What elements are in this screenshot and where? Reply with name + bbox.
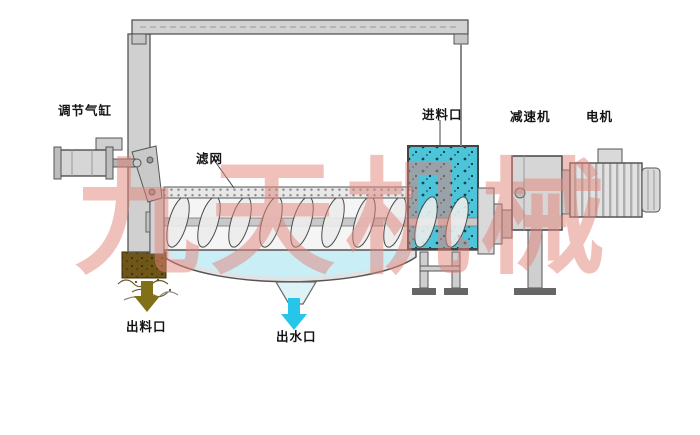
motor-fan-cover — [641, 167, 661, 213]
label-discharge: 出料口 — [126, 319, 167, 334]
screw-barrel — [149, 145, 495, 255]
discharge-arrow — [134, 281, 160, 312]
gearbox-body — [511, 155, 563, 231]
label-feed-inlet: 进料口 — [422, 107, 463, 122]
label-motor: 电机 — [586, 109, 614, 124]
leader-lines — [213, 120, 441, 189]
rail-end-block — [453, 33, 469, 45]
flow-arrows — [134, 281, 307, 330]
brand-watermark: 九天机械 — [75, 146, 615, 292]
foot-pad — [514, 288, 556, 295]
screen-holes — [164, 187, 412, 198]
tray-water — [172, 252, 408, 277]
drain-funnel — [274, 281, 318, 305]
foot-pad — [444, 288, 468, 295]
label-reducer: 减速机 — [510, 109, 551, 124]
pivot-pin — [146, 156, 154, 164]
label-water-outlet: 出水口 — [276, 329, 317, 344]
label-filter-screen: 滤网 — [196, 151, 224, 166]
leg-crossbar — [419, 265, 461, 272]
support-legs — [412, 229, 556, 295]
top-rail — [131, 19, 469, 146]
gearbox-shaft-boss — [514, 187, 526, 199]
rod-clevis — [132, 158, 142, 168]
motor-body — [569, 162, 643, 218]
screw-flights — [166, 196, 469, 248]
cylinder-endcap — [105, 146, 114, 180]
drive-assembly — [493, 148, 661, 245]
rail-end-block — [131, 33, 147, 45]
screen-leader — [213, 159, 235, 189]
cylinder-body — [57, 149, 111, 177]
pivot-pin — [148, 188, 156, 196]
discharge-chute — [117, 251, 179, 301]
collection-tray — [163, 247, 417, 305]
material-texture — [122, 252, 166, 278]
water-arrow — [281, 298, 307, 330]
foot-pad — [412, 288, 436, 295]
label-adjust-cylinder: 调节气缸 — [58, 103, 113, 118]
air-cylinder — [53, 137, 163, 203]
cylinder-endcap — [53, 146, 62, 180]
